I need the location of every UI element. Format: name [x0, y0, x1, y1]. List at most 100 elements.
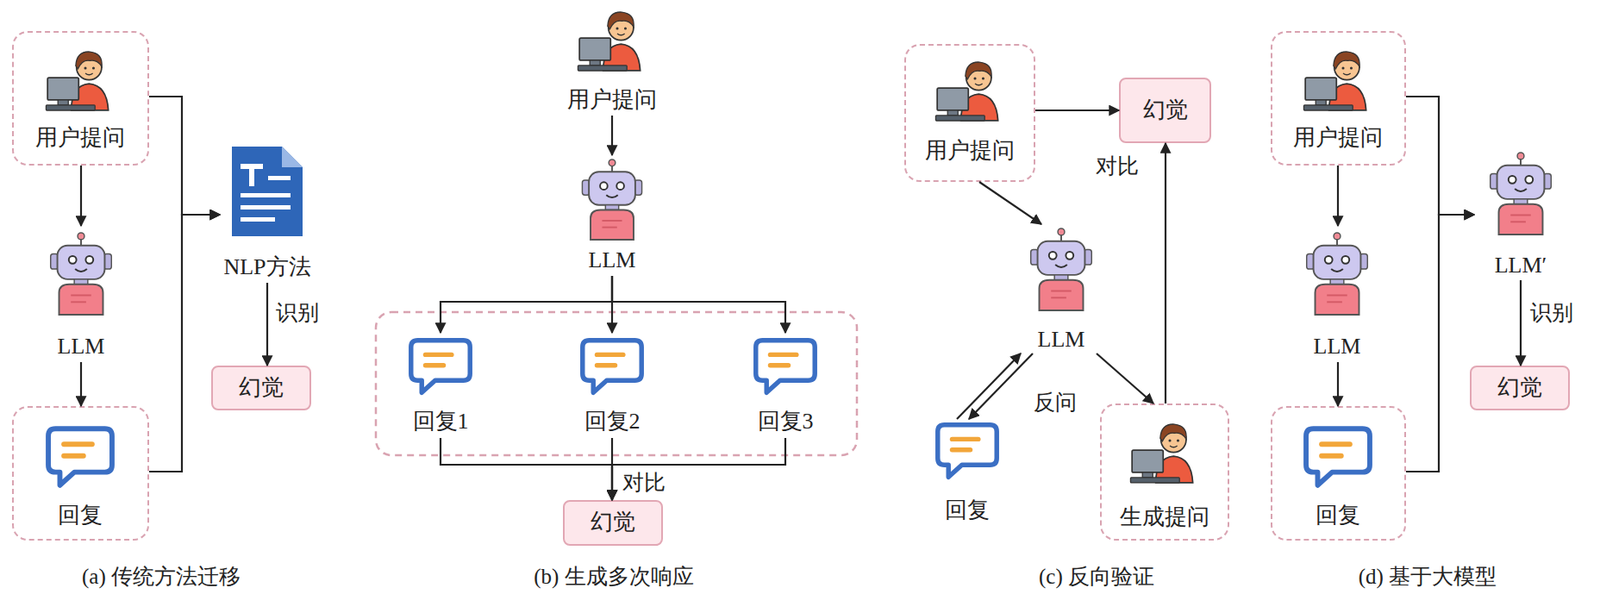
arrow-connector: [440, 275, 613, 333]
arrow-connector: [612, 437, 786, 500]
icon-node: LLM′: [1474, 148, 1568, 281]
reply-bubble-icon: [756, 340, 815, 394]
user-icon: [45, 50, 108, 110]
dashed-box: 用户提问: [12, 31, 150, 166]
panel-caption: (c) 反向验证: [1038, 563, 1155, 590]
arrow-connector: [968, 353, 1033, 419]
node-label: 回复: [1270, 501, 1407, 530]
arrow-connector: [1096, 353, 1154, 404]
arrow-connector: [611, 115, 613, 156]
node-label: 用户提问: [904, 137, 1036, 165]
user-icon: [43, 44, 118, 113]
node-label: LLM′: [1474, 251, 1568, 280]
reply-bubble-icon: [932, 420, 1002, 482]
user-icon: [935, 61, 998, 120]
reply-bubble-icon: [1306, 428, 1370, 486]
arrow-connector: [80, 362, 82, 407]
icon-node: LLM: [1013, 224, 1109, 354]
arrow-connector: [440, 437, 613, 500]
hallucination-box: 幻觉: [1118, 77, 1212, 144]
group-box: [375, 312, 857, 456]
reply-bubble-icon: [576, 336, 648, 397]
user-icon: [1303, 50, 1366, 110]
robot-icon: [1026, 226, 1096, 312]
icon-node: LLM: [564, 155, 660, 276]
reply-bubble-icon: [405, 336, 476, 397]
panel-caption: (b) 生成多次响应: [533, 563, 694, 590]
node-label: 用户提问: [556, 86, 669, 114]
reply-bubble-icon: [411, 340, 470, 394]
icon-node: NLP方法: [219, 139, 315, 283]
arrow-connector: [979, 181, 1042, 225]
robot-icon: [1486, 150, 1556, 236]
arrow-connector: [1337, 362, 1339, 407]
dashed-box: 回复: [1270, 406, 1407, 541]
user-icon: [932, 55, 1007, 123]
user-icon: [1130, 423, 1193, 482]
dashed-box: 生成提问: [1100, 403, 1230, 541]
hallucination-box: 幻觉: [1469, 365, 1570, 411]
robot-icon: [578, 157, 646, 241]
arrow-connector: [1406, 96, 1475, 215]
reply-bubble-icon: [48, 428, 113, 486]
hallucination-box: 幻觉: [562, 500, 663, 546]
arrow-connector: [1337, 165, 1339, 226]
icon-node: LLM: [1289, 225, 1385, 363]
reply-bubble-icon: [43, 424, 117, 490]
icon-node: 回复1: [393, 332, 488, 438]
robot-icon: [1031, 228, 1093, 311]
edge-label: 对比: [1095, 153, 1139, 180]
arrow-connector: [1164, 143, 1167, 404]
robot-icon: [1306, 232, 1369, 315]
node-label: 幻觉: [1469, 374, 1570, 402]
user-icon: [575, 5, 650, 73]
robot-icon: [46, 231, 116, 316]
user-icon: [577, 12, 640, 71]
icon-node: 用户提问: [556, 3, 669, 116]
robot-icon: [581, 159, 642, 240]
edge-label: 识别: [1530, 300, 1574, 326]
edge-label: 对比: [622, 469, 666, 496]
node-label: LLM: [1289, 332, 1385, 361]
document-icon: [231, 146, 303, 237]
arrow-connector: [1035, 109, 1119, 112]
reply-bubble-icon: [582, 340, 642, 394]
dashed-box: 回复: [12, 406, 150, 541]
node-label: 回复2: [564, 407, 660, 436]
dashed-box: 用户提问: [1270, 31, 1407, 166]
icon-node: 回复2: [564, 332, 660, 438]
reply-bubble-icon: [1301, 424, 1375, 490]
node-label: 幻觉: [562, 508, 663, 537]
node-label: 回复: [919, 496, 1015, 525]
arrow-connector: [1406, 214, 1475, 472]
node-label: 回复3: [737, 407, 833, 436]
node-label: 回复1: [393, 407, 488, 436]
arrow-connector: [80, 165, 82, 226]
node-label: LLM: [564, 246, 660, 275]
arrow-connector: [149, 214, 220, 472]
node-label: 用户提问: [12, 124, 150, 152]
reply-bubble-icon: [750, 336, 821, 397]
robot-icon: [1490, 152, 1552, 235]
node-label: 幻觉: [1118, 96, 1212, 125]
icon-node: 回复3: [737, 332, 833, 438]
robot-icon: [50, 232, 113, 315]
arrow-connector: [1519, 280, 1522, 366]
node-label: 生成提问: [1100, 503, 1230, 532]
user-icon: [1300, 44, 1375, 113]
robot-icon: [1302, 231, 1372, 316]
node-label: LLM: [33, 332, 129, 361]
node-label: LLM: [1013, 325, 1109, 354]
icon-node: LLM: [33, 225, 129, 363]
reply-bubble-icon: [937, 425, 997, 478]
panel-caption: (d) 基于大模型: [1358, 563, 1497, 590]
node-label: NLP方法: [219, 253, 315, 282]
icon-node: 回复: [919, 418, 1015, 526]
edge-label: 反问: [1033, 389, 1077, 416]
document-icon: [228, 143, 307, 240]
node-label: 回复: [12, 501, 150, 530]
edge-label: 识别: [275, 300, 319, 326]
arrow-connector: [612, 275, 786, 333]
